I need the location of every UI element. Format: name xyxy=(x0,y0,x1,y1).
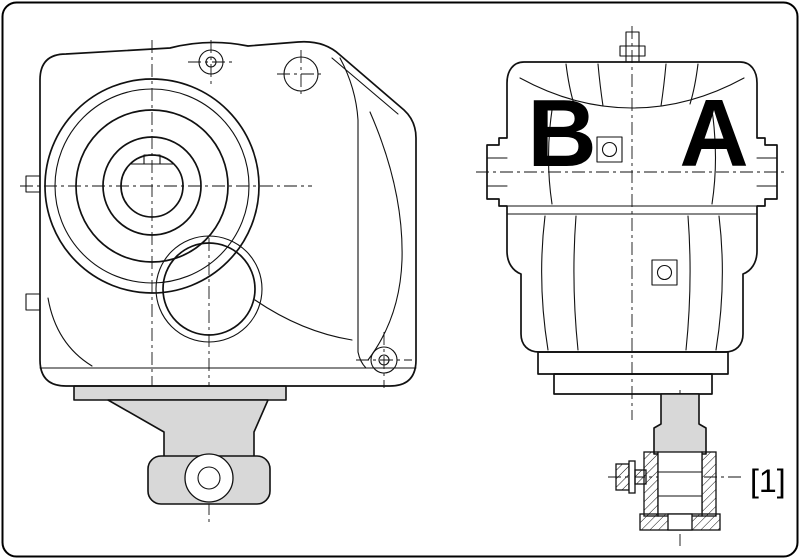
keyway-slot xyxy=(143,154,161,165)
foot-bolt-boss xyxy=(184,453,234,503)
plug-circle xyxy=(656,264,673,281)
vent-plug-stem xyxy=(625,31,640,63)
bolt-inner-circle xyxy=(378,354,390,366)
side-label-b: B xyxy=(527,80,596,187)
rib-line xyxy=(685,215,691,351)
foot-top-plate xyxy=(73,385,287,401)
bearing-cover-circle-outer xyxy=(44,78,260,294)
housing-fillet-arc xyxy=(47,297,93,367)
plug-square xyxy=(596,136,623,163)
housing-outline xyxy=(39,40,417,387)
bolt-outer-circle xyxy=(370,346,398,374)
oil-plug-lower xyxy=(651,259,678,286)
plug-circle xyxy=(601,141,618,158)
inspection-cover-circle xyxy=(162,242,256,336)
rib-line xyxy=(689,63,699,105)
vent-plug-collar xyxy=(619,45,646,57)
bottom-flange-center xyxy=(667,513,693,531)
left-tab-lower xyxy=(25,293,41,311)
inspection-cover-boss xyxy=(155,235,263,343)
rib-line xyxy=(597,63,604,107)
rib-line xyxy=(660,63,667,107)
shaft-arm xyxy=(653,393,707,455)
motor-adapter-lines xyxy=(339,57,403,369)
cone-curve-outer xyxy=(367,111,403,361)
rib-line xyxy=(541,215,549,351)
output-shaft-assembly xyxy=(615,393,721,531)
bolt-head xyxy=(615,463,630,491)
bolt-washer xyxy=(628,460,636,494)
output-shaft-bore xyxy=(44,78,260,294)
mounting-foot xyxy=(73,385,287,505)
callout-1-label: [1] xyxy=(750,463,786,499)
dome-arc xyxy=(519,77,745,109)
bearing-cover-circle-inner xyxy=(54,88,250,284)
cone-curve-bottom xyxy=(357,351,367,369)
plug-square xyxy=(651,259,678,286)
bolt-outer-circle xyxy=(198,49,224,75)
housing-diagonal-inner-line xyxy=(331,57,399,115)
oil-plug-upper xyxy=(596,136,623,163)
clamp-bolt xyxy=(615,460,647,494)
side-label-a: A xyxy=(679,80,748,187)
foot-bolt-hole xyxy=(197,466,221,490)
foot-gusset xyxy=(107,399,269,461)
gearbox-side-view xyxy=(20,40,417,522)
rib-line xyxy=(573,215,579,351)
hub-bore xyxy=(657,451,703,517)
housing-rib-arc xyxy=(254,299,353,341)
rib-line xyxy=(715,215,723,351)
base-flange xyxy=(537,351,729,375)
topright-hole-circle xyxy=(283,56,319,92)
hub-wall-right xyxy=(701,451,717,517)
bottom-bolt-hole xyxy=(370,346,398,374)
bolt-inner-circle xyxy=(205,56,217,68)
rib-line xyxy=(547,109,553,205)
rib-line xyxy=(565,63,575,105)
top-bolt-hole xyxy=(198,49,224,75)
rib-line xyxy=(711,109,717,205)
cone-curve-top xyxy=(339,57,359,121)
hub-circle xyxy=(75,109,229,263)
bolt-shank xyxy=(634,469,647,485)
left-tab-upper xyxy=(25,175,41,193)
shaft-collar-circle xyxy=(102,136,202,236)
vent-plug xyxy=(619,31,646,63)
base-pad xyxy=(553,373,713,395)
gearbox-front-view: B A [1] xyxy=(476,26,788,546)
